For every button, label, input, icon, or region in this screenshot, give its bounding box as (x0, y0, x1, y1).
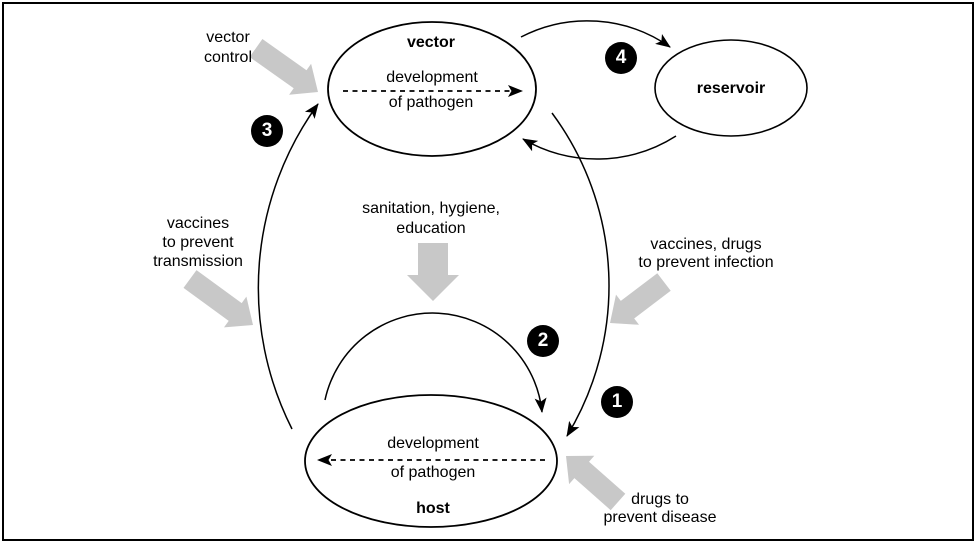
vector-process-line2: of pathogen (388, 94, 474, 111)
step-badge-3: 3 (251, 115, 283, 147)
reservoir-node-title: reservoir (696, 80, 766, 97)
arc-vector-to-reservoir (520, 20, 671, 48)
step-badge-1: 1 (601, 386, 633, 418)
host-node-title: host (416, 500, 450, 517)
vector-control-block-arrow-icon (249, 39, 318, 95)
arc-host-to-vector (257, 103, 319, 430)
step-badge-2: 2 (527, 325, 559, 357)
host-ellipse (304, 394, 558, 528)
reservoir-ellipse (654, 39, 808, 137)
step-badge-4: 4 (605, 42, 637, 74)
sanitation-label: sanitation, hygiene, education (362, 200, 500, 237)
vaccines-transmission-label: vaccines to prevent transmission (153, 215, 243, 270)
vector-control-label: vector control (203, 29, 253, 66)
vector-node-title: vector (406, 34, 456, 51)
vaccines-infection-label: vaccines, drugs to prevent infection (638, 236, 774, 271)
arc-vector-to-host (551, 112, 610, 437)
arc-reservoir-to-vector (522, 135, 677, 160)
host-process-line2: of pathogen (390, 464, 476, 481)
arc-host-to-host (324, 312, 547, 413)
drugs-disease-label: drugs to prevent disease (603, 491, 717, 526)
drugs-disease-block-arrow-icon (566, 455, 626, 511)
sanitation-block-arrow-icon (407, 243, 459, 301)
vector-ellipse (327, 21, 537, 157)
host-process-line1: development (387, 435, 479, 452)
vector-process-line1: development (386, 69, 478, 86)
vaccines-transmission-block-arrow-icon (183, 270, 253, 328)
vaccines-infection-block-arrow-icon (610, 273, 671, 325)
